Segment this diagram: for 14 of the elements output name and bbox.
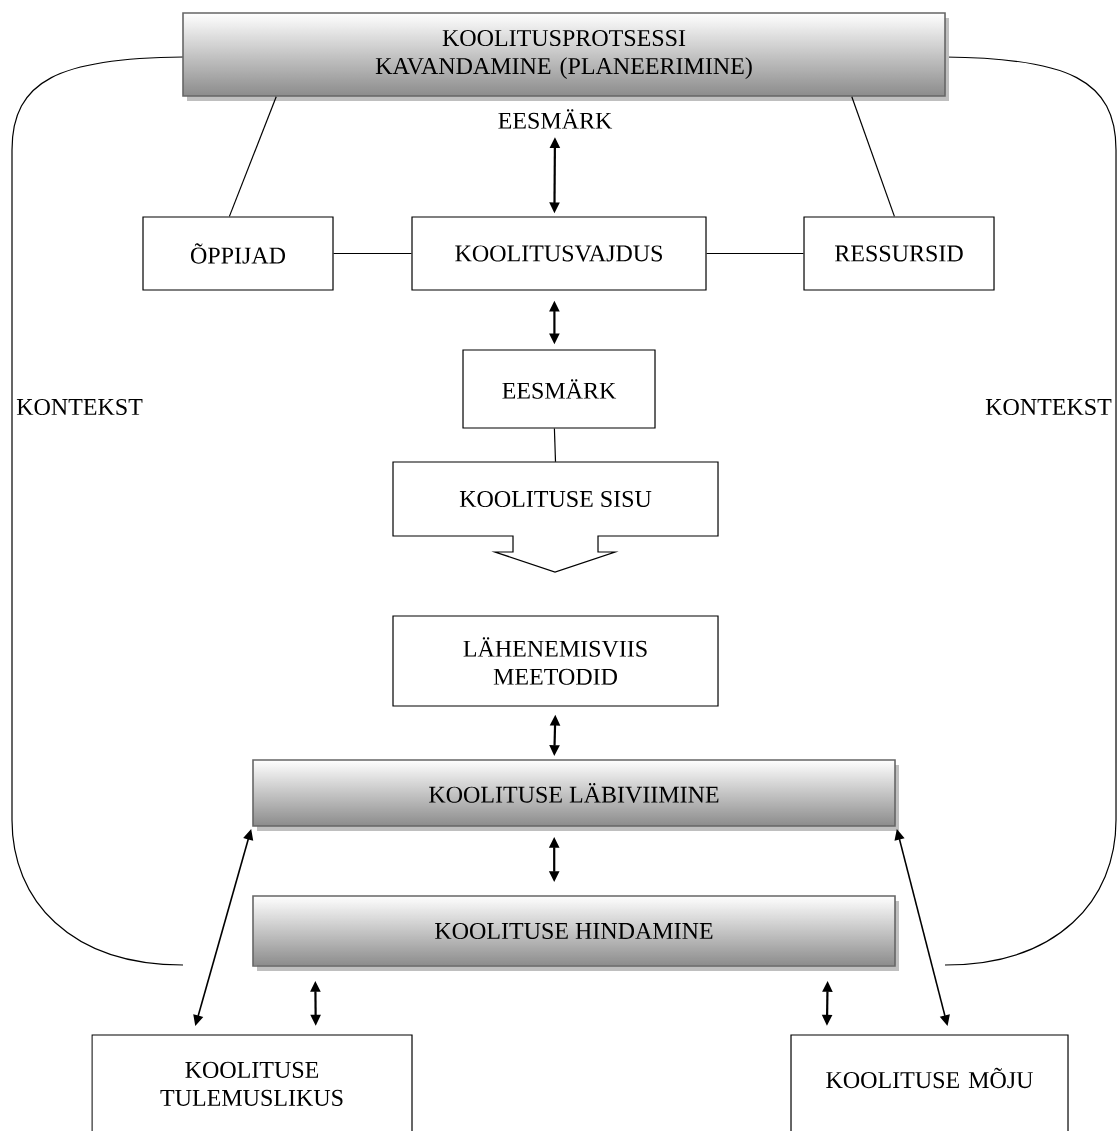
node-label: EESMÄRK (498, 109, 613, 129)
stage-box: KOOLITUSE HINDAMINE (252, 895, 899, 971)
process-box: KOOLITUSE TULEMUSLIKUS (91, 1034, 413, 1131)
side-label: KONTEKST (985, 398, 1112, 416)
process-box: KOOLITUSE MÕJU (790, 1034, 1069, 1131)
process-box: LÄHENEMISVIIS MEETODID (392, 615, 719, 707)
stage-box: KOOLITUSE LÄBIVIIMINE (252, 759, 899, 831)
stage-box: KOOLITUSPROTSESSI KAVANDAMINE (PLANEERIMINE) (182, 12, 949, 101)
process-box: RESSURSID (803, 216, 995, 291)
side-label: KONTEKST (16, 398, 143, 416)
process-box: ÕPPIJAD (142, 216, 334, 291)
process-box: KOOLITUSVAJDUS (411, 216, 707, 291)
process-box: EESMÄRK (462, 349, 656, 429)
block-arrow-box: KOOLITUSE SISU (392, 461, 719, 573)
